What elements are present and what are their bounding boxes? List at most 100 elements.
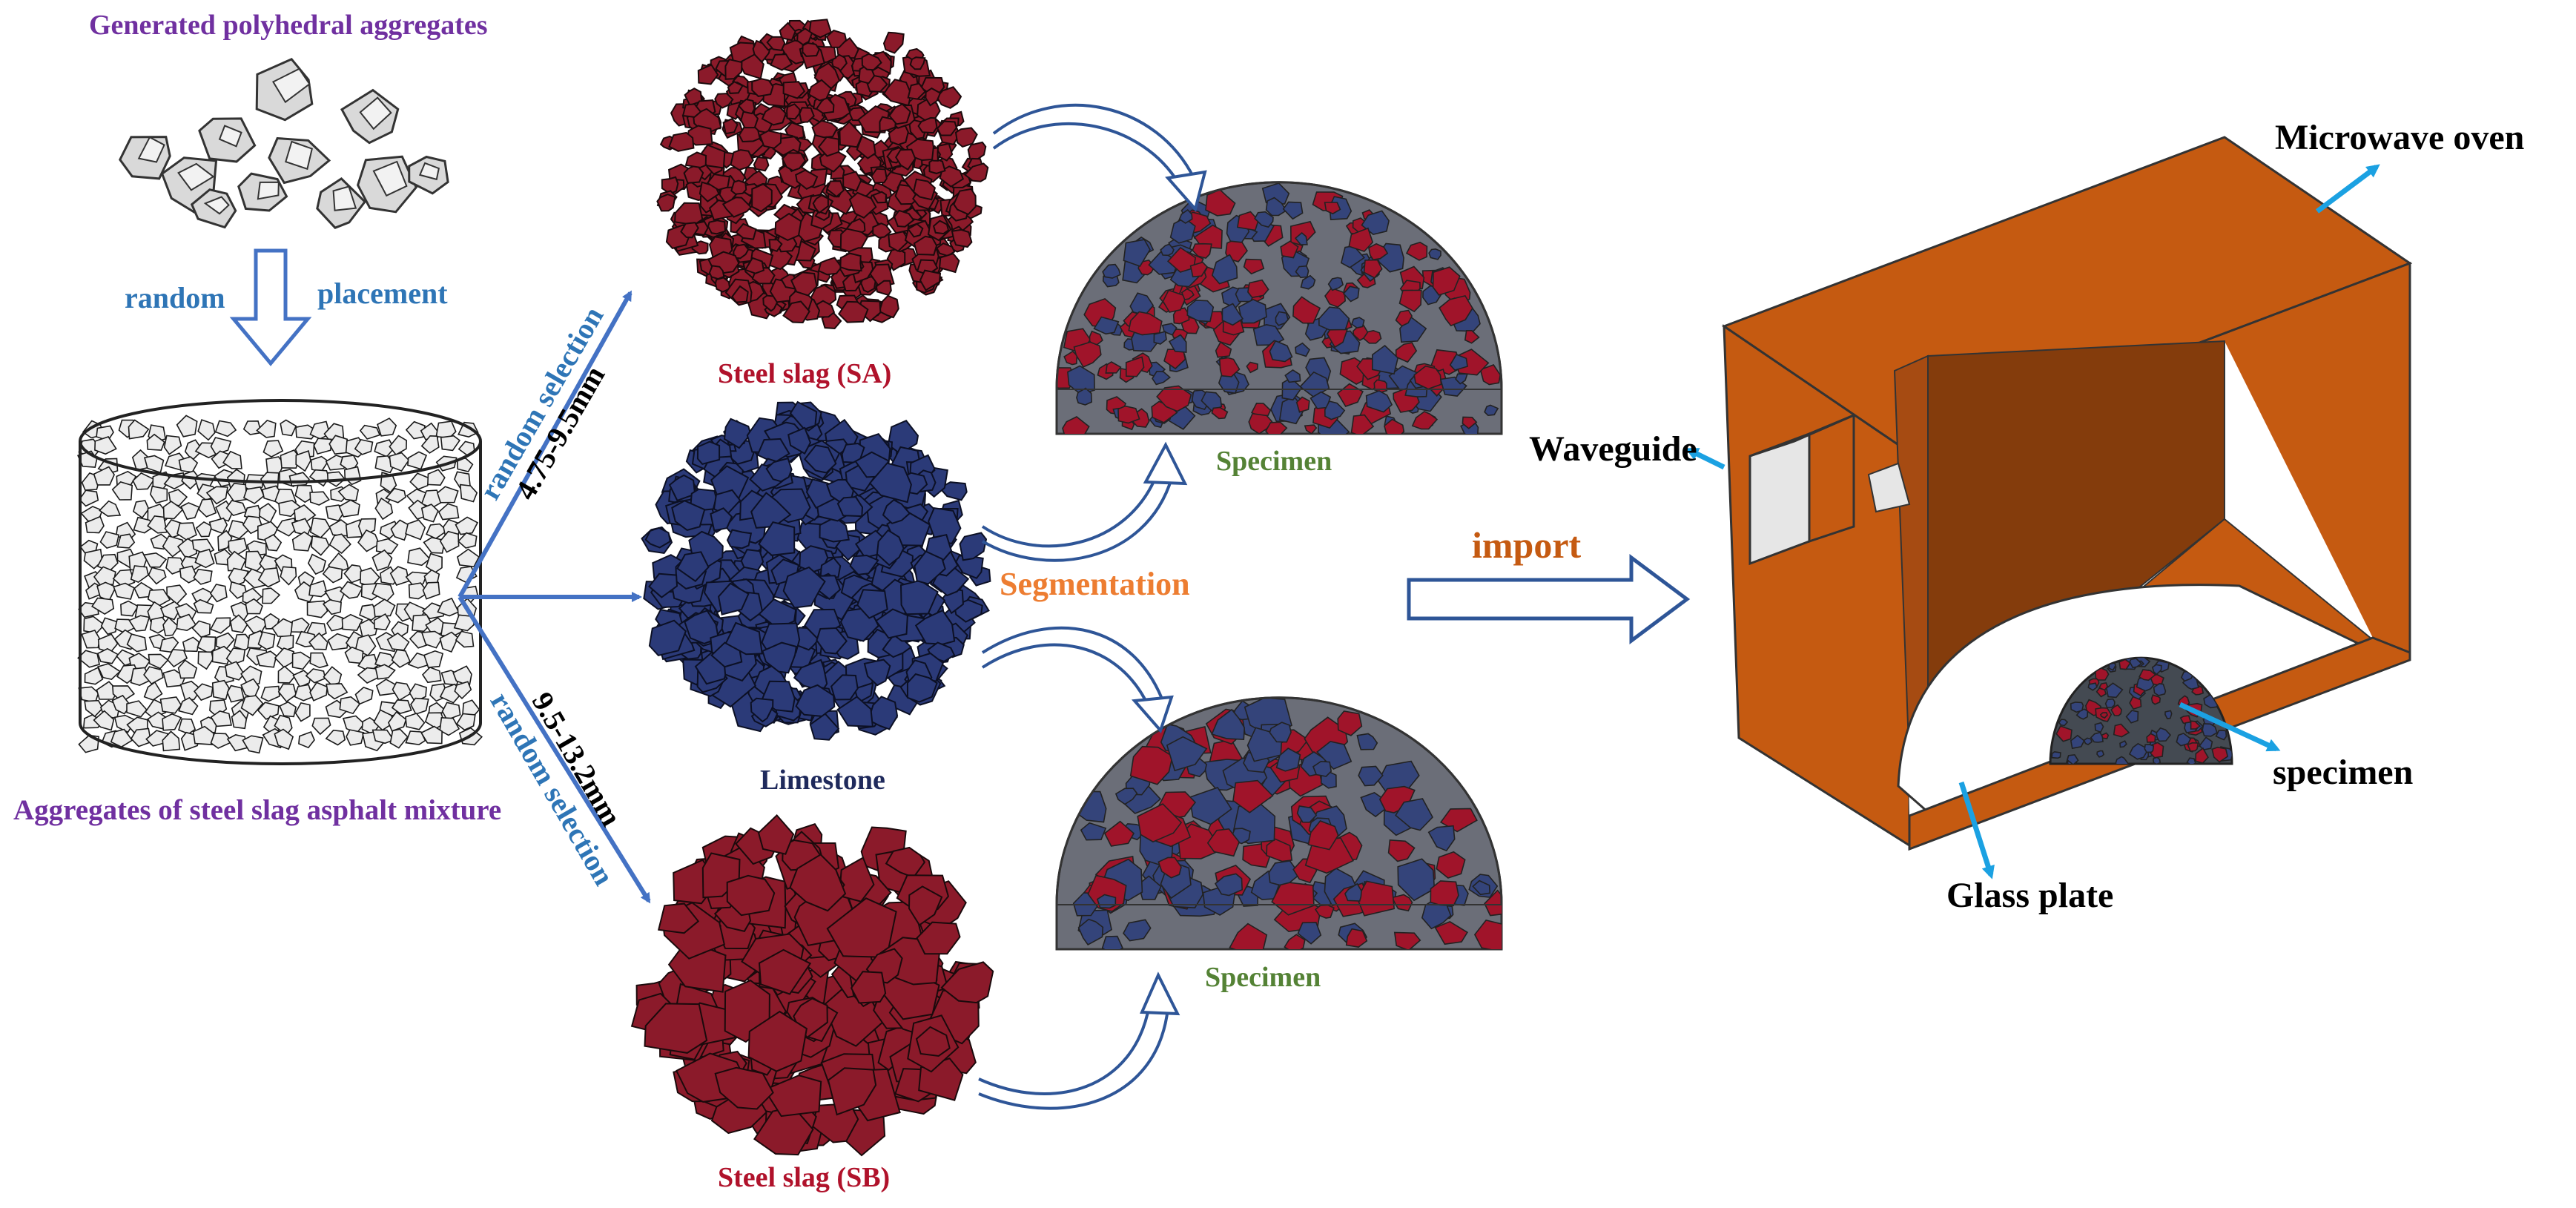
- callout-arrows: [1685, 164, 2380, 879]
- limestone-particle: [1372, 344, 1399, 375]
- aggregate-particle: [757, 813, 795, 855]
- steel-slag-particle: [2169, 788, 2176, 795]
- steel-slag-particle: [1337, 710, 1363, 736]
- cylinder-aggregate: [339, 696, 361, 715]
- cylinder-aggregate: [439, 716, 460, 736]
- steel-slag-particle: [1205, 188, 1236, 217]
- limestone-particle: [2067, 753, 2079, 764]
- cylinder-aggregate: [208, 517, 228, 535]
- aggregate-particle: [706, 173, 730, 191]
- aggregate-particle: [766, 36, 786, 51]
- limestone-particle: [2119, 740, 2127, 748]
- cylinder-aggregate: [84, 667, 104, 685]
- limestone-particle: [1342, 286, 1360, 303]
- cylinder-aggregate: [437, 597, 460, 617]
- limestone-particle: [2090, 731, 2104, 743]
- steel-slag-particle: [1383, 418, 1405, 434]
- steel-slag-particle: [1162, 289, 1187, 313]
- aggregate-particle: [874, 608, 908, 639]
- steel-slag-particle: [1105, 361, 1122, 374]
- limestone-particle: [2125, 710, 2139, 724]
- steel-slag-particle: [1166, 246, 1197, 273]
- aggregate-particle: [816, 627, 848, 655]
- aggregate-particle: [825, 29, 848, 48]
- steel-slag-particle: [2055, 725, 2073, 742]
- cylinder-aggregate: [389, 566, 410, 586]
- cylinder-aggregate: [128, 419, 150, 440]
- limestone-particle: [2153, 683, 2167, 696]
- cylinder-aggregate: [310, 455, 329, 472]
- aggregate-particle: [697, 64, 719, 85]
- aggregate-particle: [696, 440, 721, 466]
- steel-slag-particle: [1324, 202, 1341, 215]
- aggregate-particle: [761, 105, 787, 126]
- cylinder-aggregate: [309, 517, 331, 539]
- cylinder-aggregate: [214, 420, 237, 438]
- steel-slag-particle: [2146, 733, 2156, 743]
- limestone-particle: [1275, 311, 1289, 326]
- steel-slag-particle: [2138, 669, 2157, 681]
- aggregate-particle: [875, 280, 892, 297]
- cylinder-aggregate: [245, 598, 263, 615]
- generated-aggregates-label: Generated polyhedral aggregates: [89, 10, 488, 41]
- aggregate-particle: [802, 42, 820, 57]
- steel-slag-particle: [1348, 227, 1374, 252]
- limestone-particle: [1358, 765, 1384, 787]
- cylinder-aggregate: [344, 646, 364, 664]
- cylinder-aggregate: [389, 452, 410, 472]
- steel-slag-particle: [1218, 357, 1241, 377]
- aggregate-particle: [803, 444, 837, 474]
- limestone-particle: [1123, 239, 1151, 267]
- aggregate-particle: [849, 554, 879, 575]
- cylinder-aggregate: [120, 600, 139, 617]
- specimen-top-label: Specimen: [1216, 446, 1332, 477]
- cylinder-aggregate: [256, 419, 277, 438]
- limestone-particle: [2075, 708, 2089, 720]
- aggregate-particle: [726, 874, 776, 917]
- limestone-particle: [2199, 736, 2213, 750]
- cylinder-aggregate: [209, 584, 228, 603]
- cylinder-aggregate: [277, 635, 294, 652]
- cylinder-aggregate: [215, 632, 235, 651]
- aggregate-particle: [684, 151, 707, 168]
- cylinder-aggregate: [357, 518, 377, 537]
- cylinder-aggregate: [374, 439, 395, 458]
- cylinder-aggregate: [230, 614, 249, 633]
- aggregate-particle: [661, 176, 679, 195]
- cylinder-aggregate: [226, 482, 248, 502]
- limestone-particle: [1252, 323, 1285, 346]
- steel-slag-particle: [1304, 424, 1318, 434]
- cylinder-aggregate: [111, 481, 133, 501]
- steel-slag-particle: [1462, 416, 1478, 429]
- aggregate-particle: [842, 171, 862, 192]
- limestone-particle: [2153, 756, 2161, 764]
- cylinder-aggregate: [240, 695, 264, 716]
- cylinder-aggregate: [385, 487, 406, 504]
- aggregate-particle: [954, 127, 978, 148]
- cylinder-aggregate: [295, 450, 311, 472]
- limestone-particle: [1365, 390, 1393, 413]
- cylinder-aggregate: [422, 581, 440, 600]
- steel-slag-particle: [1411, 411, 1439, 430]
- cylinder-aggregate: [132, 472, 156, 490]
- cylinder-aggregate: [311, 717, 331, 736]
- cylinder-aggregate: [420, 725, 443, 745]
- steel-slag-particle: [2190, 720, 2202, 730]
- aggregate-particle: [714, 93, 734, 109]
- cylinder-aggregate: [457, 532, 478, 549]
- cylinder-aggregate: [373, 613, 391, 631]
- aggregate-particle: [674, 202, 704, 226]
- limestone-particle: [2070, 702, 2084, 713]
- steel-slag-particle: [1430, 880, 1459, 907]
- cylinder-aggregate: [420, 630, 444, 649]
- aggregate-particle: [925, 87, 942, 107]
- limestone-particle: [1295, 265, 1310, 279]
- cylinder-aggregate: [195, 521, 213, 538]
- cylinder-aggregate: [97, 633, 119, 653]
- steel-slag-particle: [2129, 696, 2142, 710]
- cylinder-aggregate: [143, 681, 163, 701]
- cylinder-aggregate: [425, 552, 443, 574]
- cylinder-aggregate: [83, 615, 105, 634]
- cylinder-aggregate: [222, 450, 242, 469]
- aggregate-particle: [648, 572, 678, 598]
